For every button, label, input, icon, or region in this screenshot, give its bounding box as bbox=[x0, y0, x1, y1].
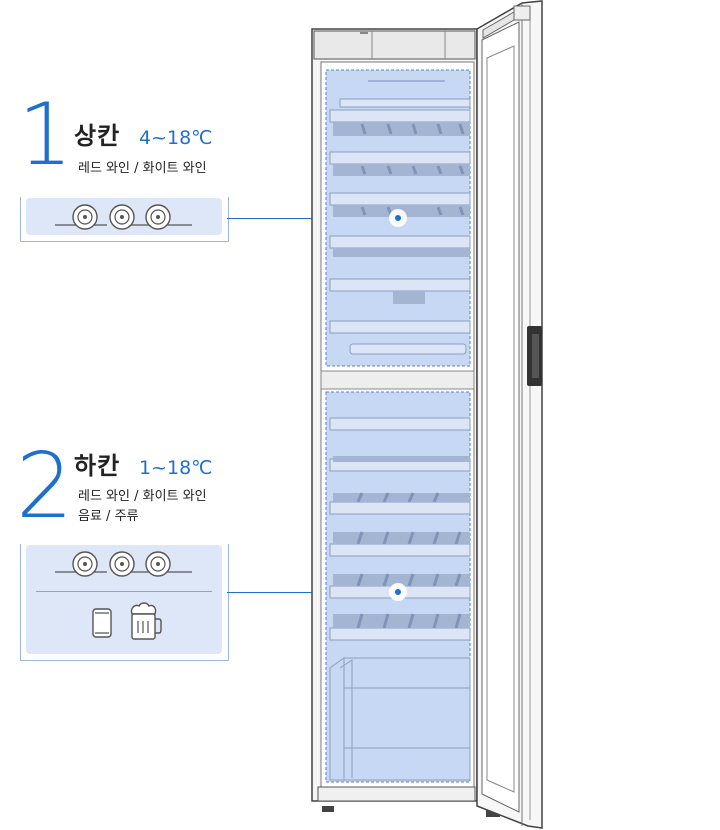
beer-mug-icon bbox=[130, 602, 162, 640]
can-icon bbox=[92, 608, 112, 638]
zone-description: 음료 / 주류 bbox=[78, 509, 139, 524]
zone-description: 레드 와인 / 화이트 와인 bbox=[78, 489, 207, 504]
zone-1-marker bbox=[389, 209, 407, 227]
wine-bottle-icon bbox=[72, 551, 98, 577]
wine-bottle-icon bbox=[72, 204, 98, 230]
zone-number: 2 bbox=[16, 434, 74, 539]
zone-title: 상칸 bbox=[74, 122, 121, 150]
wine-bottle-icon bbox=[145, 204, 171, 230]
zone-title: 하칸 bbox=[74, 452, 121, 480]
zone-2-marker bbox=[389, 583, 407, 601]
zone-contents-panel bbox=[20, 197, 229, 242]
wine-bottles-icon bbox=[55, 551, 192, 577]
wine-bottle-icon bbox=[109, 204, 135, 230]
zone-contents-panel bbox=[20, 544, 229, 661]
wine-fridge-illustration bbox=[311, 0, 543, 829]
zone-temperature: 1~18℃ bbox=[139, 457, 213, 479]
wine-bottle-icon bbox=[145, 551, 171, 577]
zone-temperature: 4~18℃ bbox=[139, 127, 213, 149]
panel-divider bbox=[36, 591, 212, 592]
wine-bottles-icon bbox=[55, 204, 192, 230]
zone-number: 1 bbox=[18, 85, 73, 185]
zone-description: 레드 와인 / 화이트 와인 bbox=[78, 161, 207, 176]
wine-bottle-icon bbox=[109, 551, 135, 577]
